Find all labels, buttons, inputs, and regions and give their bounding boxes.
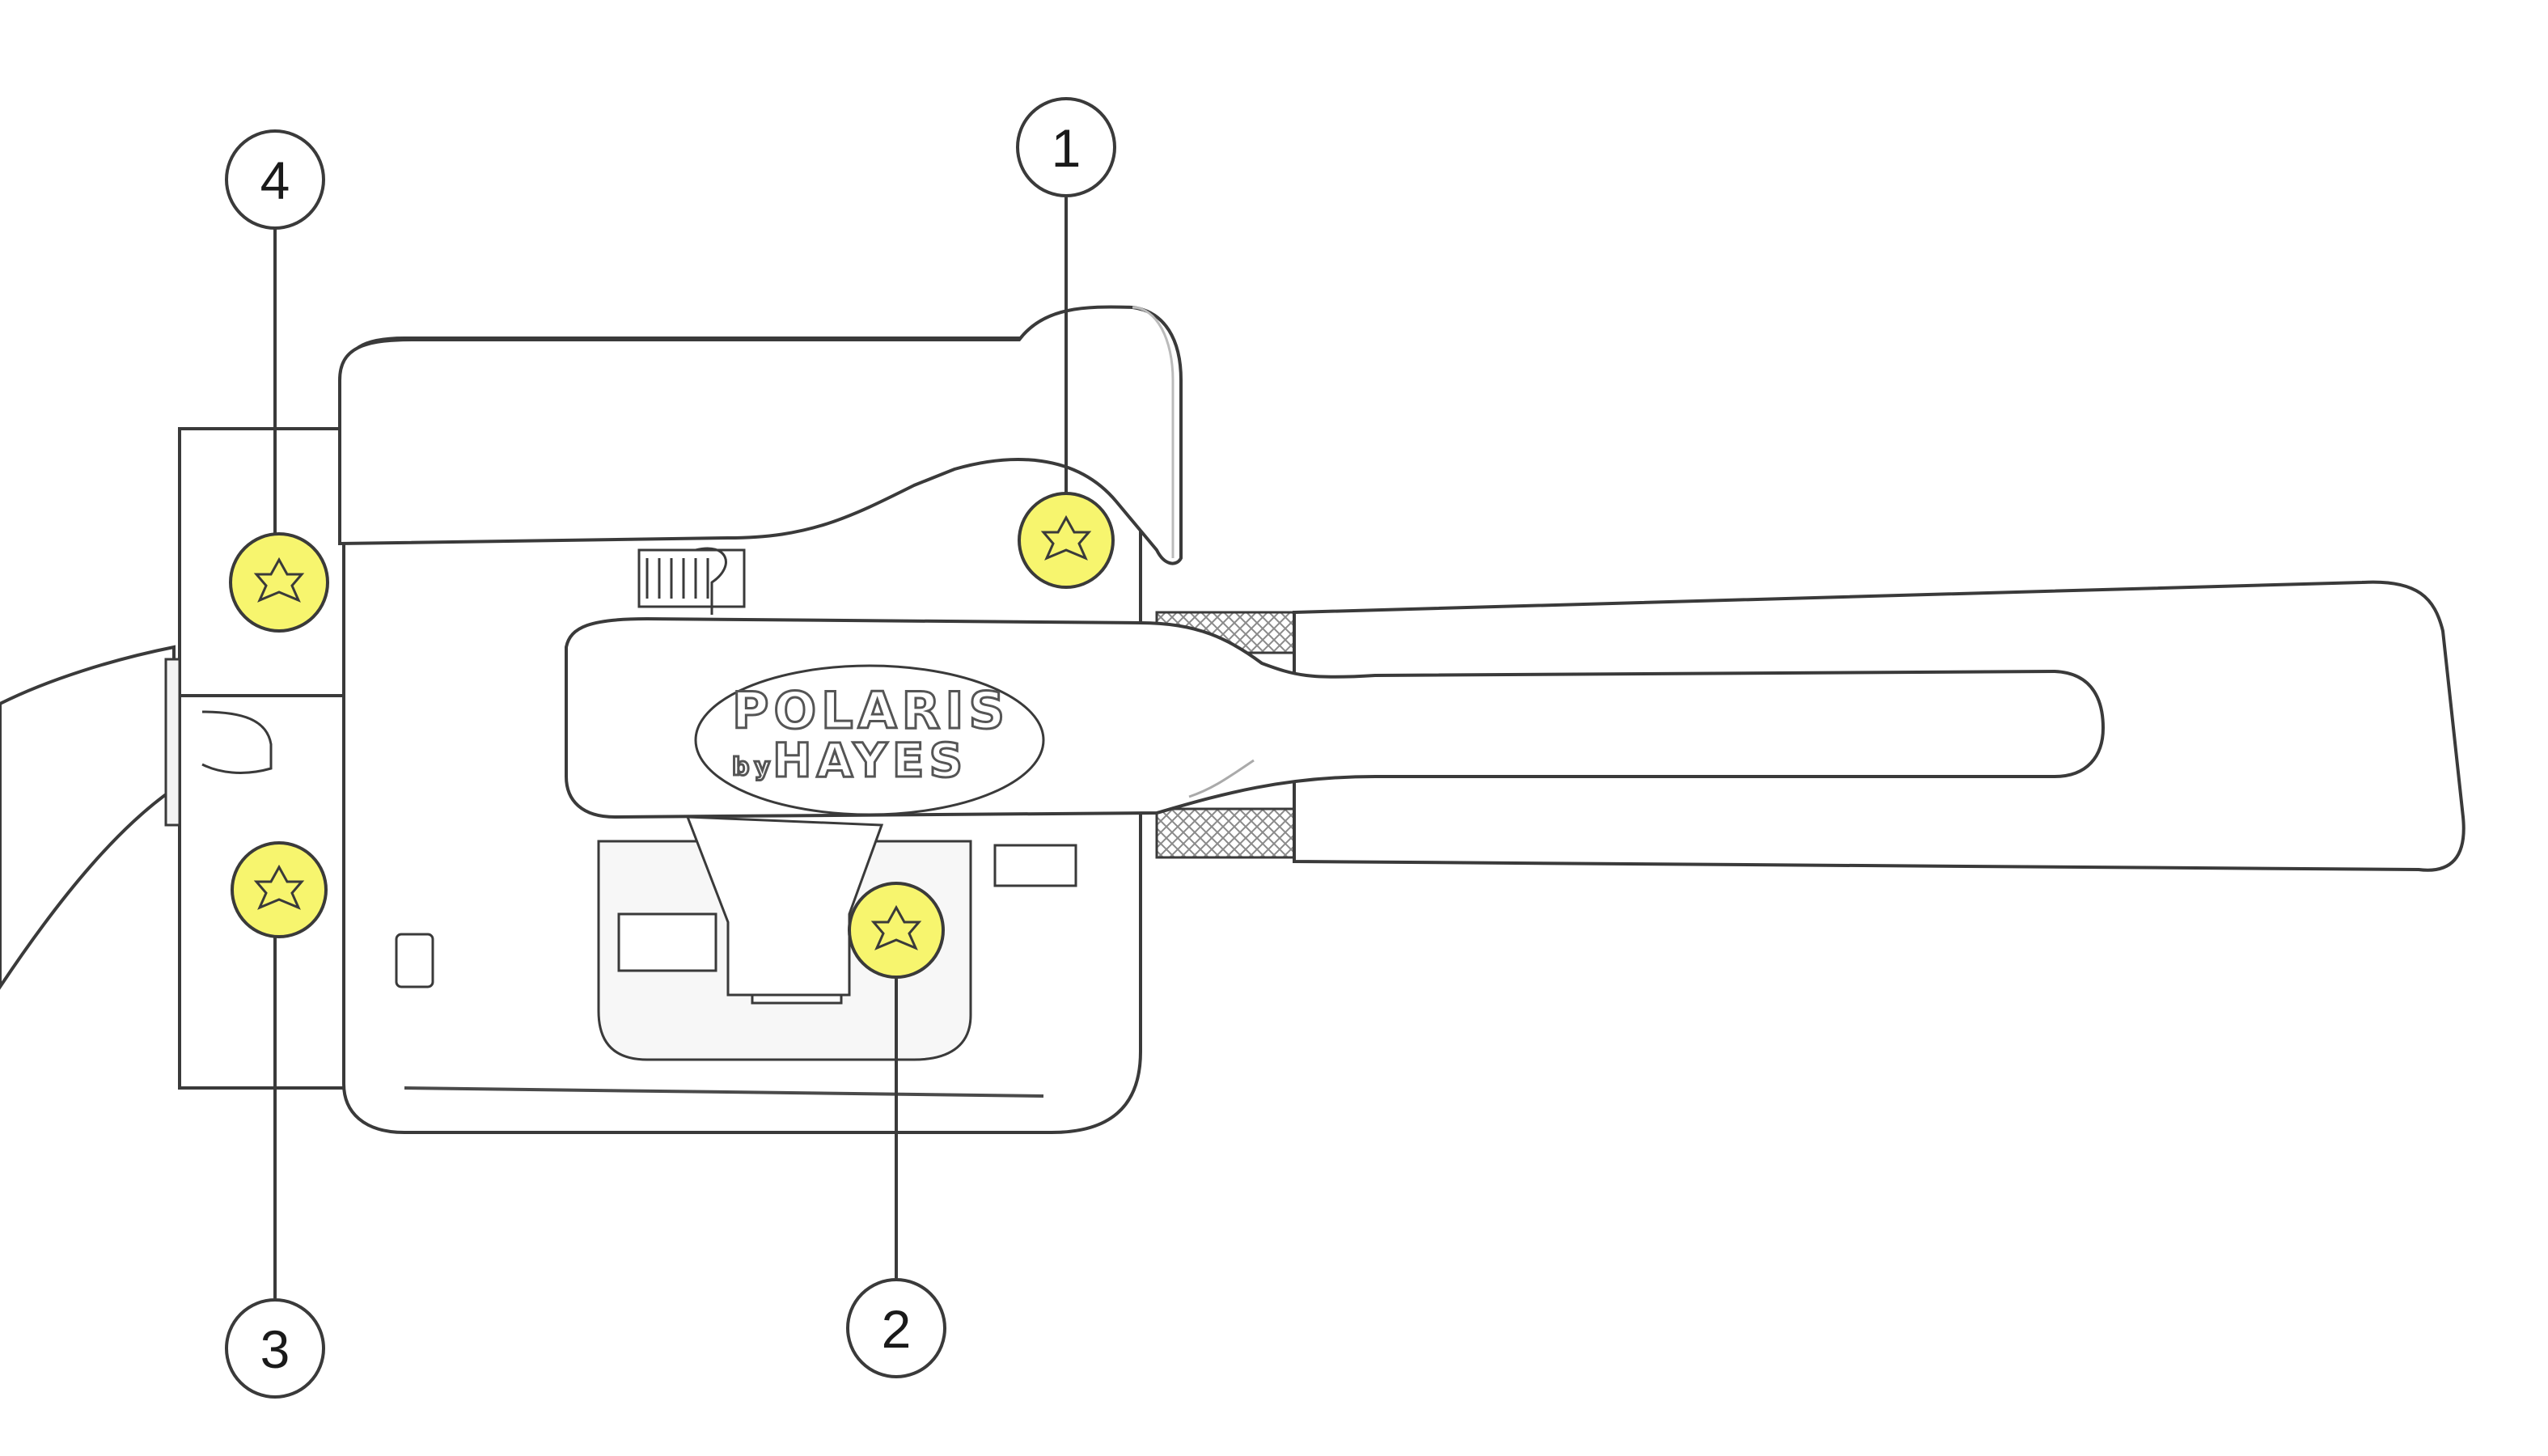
logo-line-1: POLARIS (732, 681, 1009, 740)
callout-4: 4 (225, 129, 325, 230)
torx-icon (253, 864, 305, 910)
callout-3: 3 (225, 1298, 325, 1399)
callout-1-label: 1 (1052, 118, 1081, 178)
logo-by: by (732, 753, 775, 781)
torx-icon (1040, 514, 1092, 561)
handlebar (0, 645, 176, 990)
logo-line-2: HAYES (772, 733, 967, 788)
bolt-3 (231, 841, 328, 938)
callout-4-label: 4 (260, 150, 290, 210)
callout-2-label: 2 (882, 1299, 912, 1359)
bolt-4 (229, 532, 329, 633)
callout-3-label: 3 (260, 1319, 290, 1379)
torx-icon (870, 904, 922, 950)
bolt-2 (848, 882, 945, 979)
return-spring (637, 547, 746, 615)
reservoir-cover (338, 305, 1183, 565)
callout-1: 1 (1016, 97, 1116, 197)
bolt-1 (1018, 492, 1115, 589)
clamp-block (164, 427, 358, 1090)
torx-icon (253, 557, 305, 603)
brake-lever-blade: POLARIS by HAYES (565, 616, 2106, 819)
callout-2: 2 (846, 1278, 946, 1378)
